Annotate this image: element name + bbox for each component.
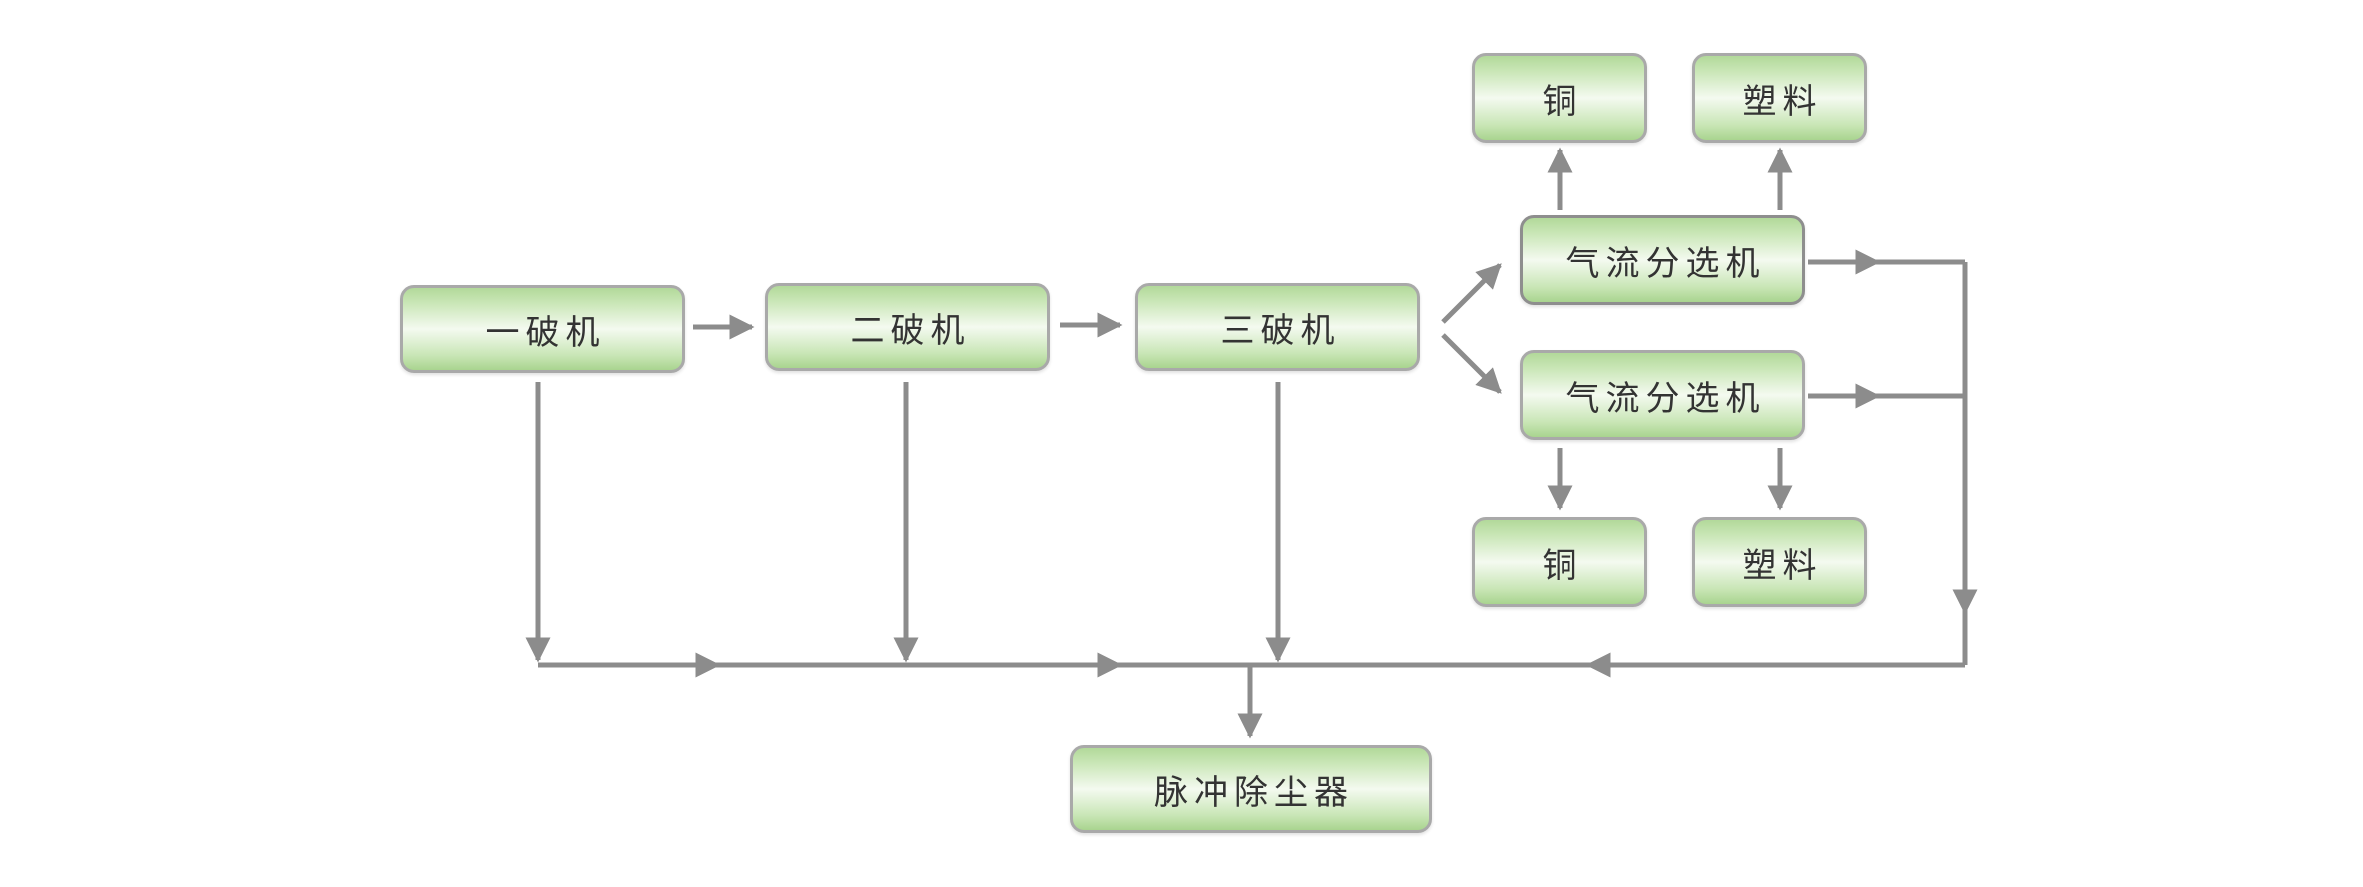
crusher-1-node: 一破机 <box>400 285 685 373</box>
arrow-crusher3-to-separator-lower <box>1441 333 1502 394</box>
air-separator-upper-node: 气流分选机 <box>1520 215 1805 305</box>
copper-output-top-node: 铜 <box>1472 53 1647 143</box>
crusher-3-node: 三破机 <box>1135 283 1420 371</box>
copper-output-bottom-node: 铜 <box>1472 517 1647 607</box>
pulse-dust-collector-node: 脉冲除尘器 <box>1070 745 1432 833</box>
plastic-output-top-node: 塑料 <box>1692 53 1867 143</box>
air-separator-lower-node: 气流分选机 <box>1520 350 1805 440</box>
arrow-crusher3-to-separator-upper <box>1441 263 1502 324</box>
plastic-output-bottom-node: 塑料 <box>1692 517 1867 607</box>
crusher-2-node: 二破机 <box>765 283 1050 371</box>
